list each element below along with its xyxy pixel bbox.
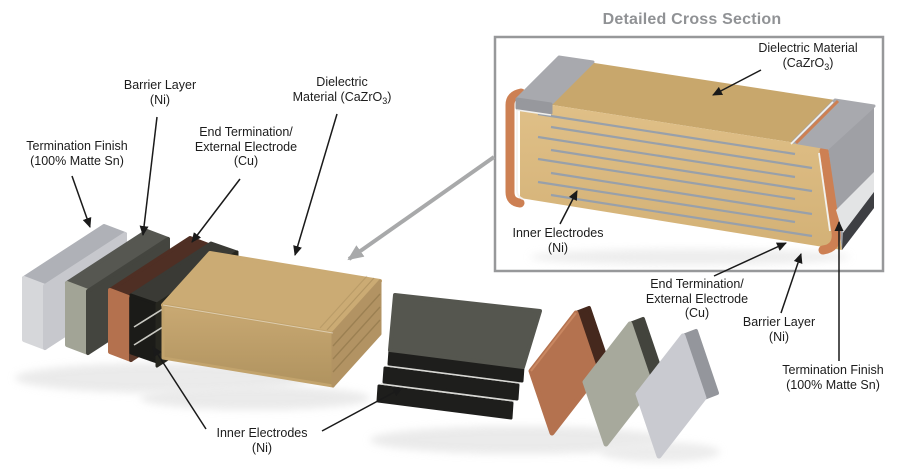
- callout-arrows: [71, 69, 844, 432]
- cross-section-panel-border: [493, 35, 885, 273]
- arrow-panel-end-termination: [713, 242, 787, 277]
- arrow-panel-barrier-layer: [780, 253, 803, 314]
- label-termination-finish-left: Termination Finish (100% Matte Sn): [26, 139, 128, 168]
- arrow-termination-finish-left: [71, 175, 92, 228]
- arrow-inner-electrodes-left: [152, 346, 207, 430]
- arrow-barrier-layer-left: [139, 116, 158, 236]
- arrow-panel-inner-electrodes: [559, 190, 578, 225]
- label-panel-end-termination: End Termination/ External Electrode (Cu): [645, 277, 749, 320]
- arrow-dielectric-left: [293, 113, 338, 256]
- label-panel-dielectric: Dielectric Material (CaZrO3): [758, 41, 858, 72]
- label-inner-electrodes-bottom: Inner Electrodes (Ni): [216, 426, 308, 455]
- slab-termination-finish-right: [635, 329, 719, 459]
- copper-band-left: [505, 88, 526, 208]
- label-panel-termination-finish: Termination Finish (100% Matte Sn): [782, 363, 884, 392]
- copper-band-right-highlight: [818, 152, 831, 232]
- cross-section-pointer-arrow: [347, 155, 496, 261]
- label-panel-barrier-layer: Barrier Layer (Ni): [742, 315, 816, 344]
- copper-band-right: [818, 146, 841, 255]
- label-end-termination-left: End Termination/ External Electrode (Cu): [194, 125, 298, 168]
- inner-electrode-stack-right: [376, 293, 542, 420]
- arrow-panel-dielectric: [712, 69, 762, 96]
- cross-section-title: Detailed Cross Section: [602, 11, 782, 28]
- inner-electrode-lines: [537, 112, 813, 238]
- cross-section-capacitor: [505, 55, 876, 255]
- dielectric-block: [161, 251, 382, 388]
- arrow-inner-electrodes-right: [321, 387, 403, 432]
- label-dielectric-left: Dielectric Material (CaZrO3): [292, 75, 392, 106]
- arrow-end-termination-left: [191, 178, 241, 243]
- tin-cap-left: [515, 55, 595, 116]
- label-barrier-layer-left: Barrier Layer (Ni): [123, 78, 197, 107]
- label-panel-inner-electrodes: Inner Electrodes (Ni): [512, 226, 604, 255]
- tin-cap-right: [790, 98, 876, 250]
